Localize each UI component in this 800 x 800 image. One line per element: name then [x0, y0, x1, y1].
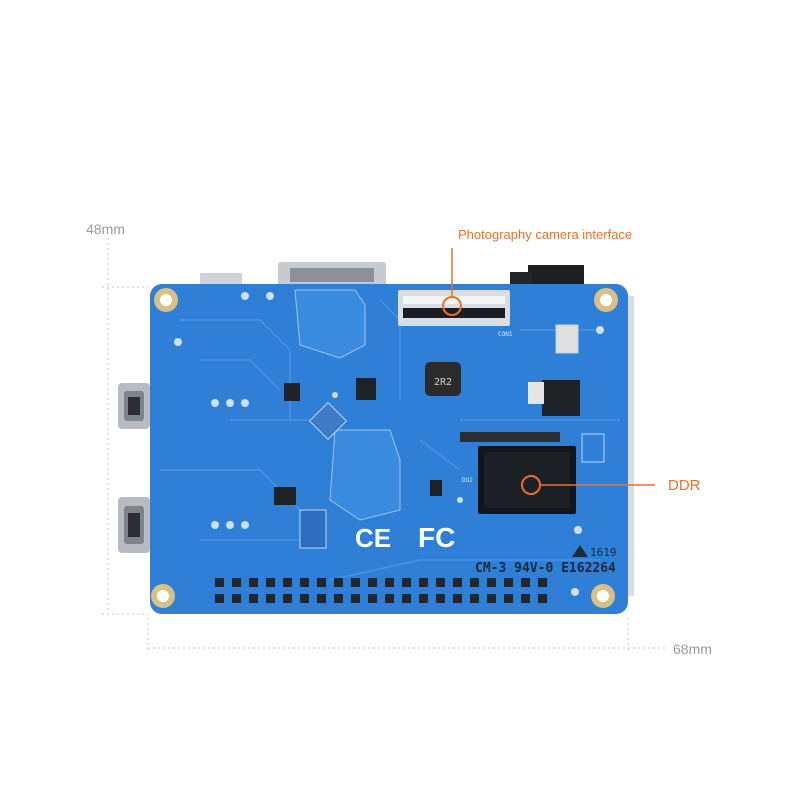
gpio-pin	[521, 578, 530, 587]
fc-logo: FC	[418, 522, 455, 553]
gpio-pin	[215, 578, 224, 587]
gpio-pin	[249, 578, 258, 587]
gpio-pin	[385, 578, 394, 587]
camera-connector	[398, 290, 510, 326]
ddr-callout	[521, 475, 655, 495]
gpio-pin	[334, 578, 343, 587]
gpio-pin	[419, 578, 428, 587]
gpio-pin	[317, 594, 326, 603]
pcb-vias	[174, 292, 604, 596]
gpio-pin	[249, 594, 258, 603]
gpio-pin	[368, 578, 377, 587]
gpio-header	[215, 578, 547, 603]
small-chips	[274, 324, 605, 549]
gpio-pin	[470, 578, 479, 587]
gpio-pin	[538, 578, 547, 587]
gpio-pin	[487, 578, 496, 587]
height-dimension-label: 48mm	[86, 221, 125, 237]
svg-text:FC: FC	[418, 522, 455, 553]
silkscreen-region-center	[329, 429, 401, 521]
gpio-pin	[436, 594, 445, 603]
gpio-pin	[215, 594, 224, 603]
date-code-label: 1619	[590, 546, 617, 559]
gpio-pin	[470, 594, 479, 603]
gpio-pin	[300, 578, 309, 587]
gpio-pin	[283, 594, 292, 603]
width-dimension	[147, 618, 665, 652]
warning-triangle-icon	[572, 545, 588, 557]
ce-logo: CE	[355, 523, 391, 553]
gpio-pin	[419, 594, 428, 603]
gpio-pin	[351, 594, 360, 603]
pcb-board-right-edge	[628, 296, 634, 596]
gpio-pin	[504, 594, 513, 603]
gpio-pin	[368, 594, 377, 603]
gpio-pin	[436, 578, 445, 587]
gpio-pin	[334, 594, 343, 603]
hdmi-connector	[278, 262, 386, 290]
height-dimension	[102, 238, 148, 615]
inductor: 2R2	[425, 362, 461, 396]
ddr-label: DDR	[668, 477, 701, 494]
part-number-label: CM-3 94V-0 E162264	[475, 561, 616, 576]
camera-interface-label: Photography camera interface	[458, 227, 633, 242]
gpio-pin	[402, 594, 411, 603]
inductor-label: 2R2	[434, 377, 452, 388]
gpio-pin	[521, 594, 530, 603]
svg-text:CE: CE	[355, 523, 391, 553]
mounting-holes	[151, 288, 618, 608]
gpio-pin	[266, 594, 275, 603]
micro-usb-connector-bottom	[118, 497, 150, 553]
gpio-pin	[453, 594, 462, 603]
silkscreen-region-left	[294, 289, 366, 359]
gpio-pin	[232, 594, 241, 603]
gpio-pin	[487, 594, 496, 603]
ddr-chip	[478, 446, 576, 514]
gpio-pin	[317, 578, 326, 587]
gpio-pin	[283, 578, 292, 587]
width-dimension-label: 68mm	[673, 641, 712, 657]
connector-label: CON1	[498, 331, 513, 338]
gpio-pin	[232, 578, 241, 587]
micro-usb-connector-top	[118, 383, 150, 429]
gpio-pin	[453, 578, 462, 587]
gpio-pin	[538, 594, 547, 603]
chip-id-label: DU2	[462, 477, 473, 484]
gpio-pin	[402, 578, 411, 587]
gpio-pin	[300, 594, 309, 603]
gpio-pin	[385, 594, 394, 603]
gpio-pin	[504, 578, 513, 587]
gpio-pin	[351, 578, 360, 587]
camera-callout	[442, 248, 462, 316]
gpio-pin	[266, 578, 275, 587]
